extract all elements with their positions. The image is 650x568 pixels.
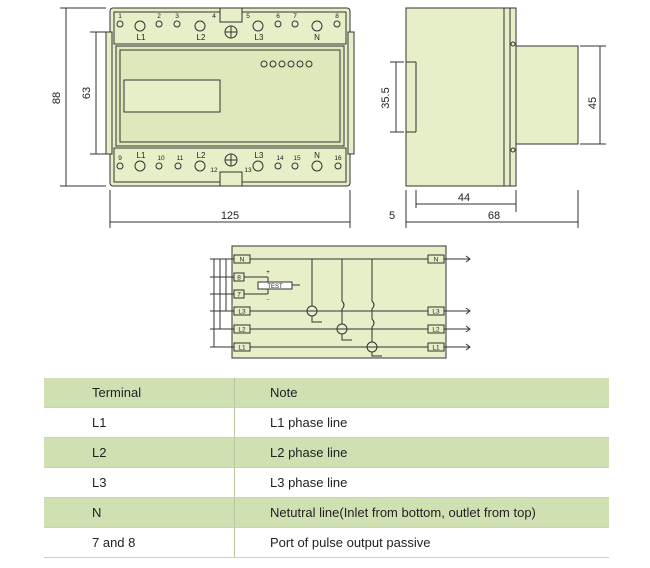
wiring-labels: N 8 7 L3 L2 L1 N L3 L2 L1 TEST + - [237, 257, 440, 352]
bottom-terminal-10: 10 [157, 155, 165, 162]
dim-68: 68 [488, 210, 500, 222]
front-dimensions [60, 7, 351, 228]
top-label-l1: L1 [137, 33, 146, 42]
cell-note: Port of pulse output passive [234, 527, 609, 558]
front-dimension-labels: 88 63 125 [51, 87, 239, 222]
table-row: N Netutral line(Inlet from bottom, outle… [44, 497, 609, 528]
cell-terminal: N [44, 497, 235, 528]
bottom-terminal-screws [116, 160, 342, 172]
bottom-terminal-16: 16 [334, 155, 342, 162]
table-header-row: Terminal Note [44, 378, 609, 408]
led-row [260, 60, 313, 68]
bottom-terminal-12: 12 [210, 167, 218, 174]
right-terminal-l3: L3 [432, 309, 440, 316]
wiring-diagram [210, 245, 471, 359]
test-output-label: TEST [267, 284, 283, 290]
cell-terminal: L3 [44, 467, 235, 498]
dim-88: 88 [51, 92, 63, 104]
bottom-terminal-numbers: 9 10 11 12 13 14 15 16 [118, 155, 342, 174]
plus-sign: + [266, 269, 270, 276]
side-view [390, 7, 606, 228]
side-dimension-labels: 35.5 45 5 44 68 [380, 87, 599, 222]
bottom-label-l2: L2 [197, 151, 206, 160]
cell-terminal: L2 [44, 437, 235, 468]
table-row: 7 and 8 Port of pulse output passive [44, 527, 609, 558]
bottom-terminal-13: 13 [244, 167, 252, 174]
top-terminal-8: 8 [335, 13, 339, 20]
bottom-label-n: N [314, 151, 320, 160]
header-note: Note [234, 378, 609, 408]
bottom-terminal-14: 14 [276, 155, 284, 162]
top-terminal-2: 2 [157, 13, 161, 20]
top-terminal-5: 5 [246, 13, 250, 20]
cell-terminal: 7 and 8 [44, 527, 235, 558]
seal-clips [219, 7, 243, 187]
bottom-label-l1: L1 [137, 151, 146, 160]
bottom-label-l3: L3 [255, 151, 264, 160]
right-terminal-l2: L2 [432, 327, 440, 334]
top-terminal-screws [116, 20, 341, 32]
table-row: L2 L2 phase line [44, 437, 609, 468]
cell-terminal: L1 [44, 407, 235, 438]
terminal-table: Terminal Note L1 L1 phase line L2 L2 pha… [44, 378, 609, 558]
dim-45: 45 [587, 97, 599, 109]
left-terminal-l1: L1 [238, 345, 246, 352]
left-terminal-l3: L3 [238, 309, 246, 316]
top-terminal-4: 4 [212, 13, 216, 20]
cell-note: L3 phase line [234, 467, 609, 498]
bottom-terminal-15: 15 [293, 155, 301, 162]
front-labels: 1 2 3 4 5 6 7 8 [118, 13, 339, 20]
left-terminal-n: N [240, 257, 245, 264]
top-label-l2: L2 [197, 33, 206, 42]
cell-note: Netutral line(Inlet from bottom, outlet … [234, 497, 609, 528]
table-row: L1 L1 phase line [44, 407, 609, 438]
top-label-l3: L3 [255, 33, 264, 42]
right-terminal-l1: L1 [432, 345, 440, 352]
dim-125: 125 [221, 210, 239, 222]
minus-sign: - [267, 296, 269, 303]
dim-63: 63 [81, 87, 93, 99]
dim-44: 44 [458, 192, 470, 204]
front-phase-labels: L1 L2 L3 N L1 L2 L3 N [137, 33, 321, 160]
top-terminal-3: 3 [175, 13, 179, 20]
dim-5: 5 [389, 210, 395, 222]
top-terminal-7: 7 [293, 13, 297, 20]
front-view [60, 7, 355, 228]
cell-note: L1 phase line [234, 407, 609, 438]
left-terminal-8: 8 [237, 275, 241, 282]
top-terminal-6: 6 [276, 13, 280, 20]
dim-35-5: 35.5 [380, 87, 392, 108]
cell-note: L2 phase line [234, 437, 609, 468]
top-terminal-1: 1 [118, 13, 122, 20]
left-terminal-7: 7 [237, 292, 241, 299]
right-terminal-n: N [434, 257, 439, 264]
table-row: L3 L3 phase line [44, 467, 609, 498]
left-terminal-l2: L2 [238, 327, 246, 334]
bottom-terminal-11: 11 [177, 155, 184, 162]
bottom-terminal-9: 9 [118, 155, 122, 162]
header-terminal: Terminal [44, 378, 235, 408]
top-label-n: N [314, 33, 320, 42]
